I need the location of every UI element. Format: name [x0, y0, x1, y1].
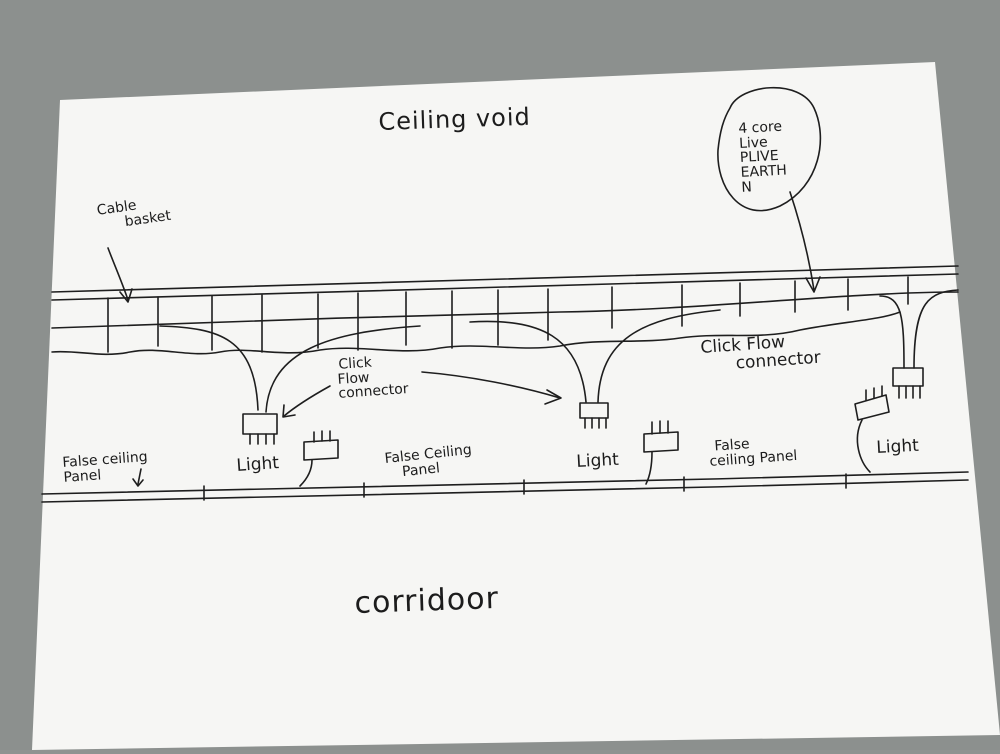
cable-drop-right-a — [879, 295, 905, 369]
panel-label-left: False ceiling Panel — [62, 449, 149, 486]
core-callout-bubble — [717, 86, 822, 212]
connector-pins — [584, 417, 607, 429]
basket-bottom-wavy — [51, 311, 901, 356]
light-connector-pins — [651, 420, 669, 435]
paper-sheet — [32, 62, 1000, 750]
core-callout-line: N — [741, 179, 753, 196]
false-ceiling-bottom — [41, 479, 969, 503]
light-connector — [643, 431, 679, 453]
callout-arrowhead — [805, 276, 821, 293]
light-label: Light — [875, 435, 920, 458]
corridor-label: corridoor — [353, 580, 500, 621]
click-flow-connector — [242, 413, 278, 435]
connector-label-left: Click Flow connector — [336, 353, 409, 403]
click-flow-connector — [579, 402, 609, 419]
panel-joints — [203, 473, 847, 501]
cable-drop-mid-b — [597, 309, 721, 403]
core-callout-line: EARTH — [740, 162, 788, 181]
light-label: Light — [575, 449, 620, 472]
cable-drop-mid-a — [469, 320, 587, 403]
basket-mid-line — [51, 291, 959, 329]
light-connector-pins — [313, 430, 331, 443]
diagram-title: Ceiling void — [377, 102, 532, 136]
callout-arrow — [789, 191, 815, 291]
connector-arrowhead — [282, 404, 296, 418]
connector-arrow-long — [421, 371, 561, 399]
cable-basket-arrow — [107, 247, 129, 301]
false-ceiling-top — [41, 471, 969, 495]
connector-arrow — [283, 385, 331, 417]
light-cable — [299, 459, 313, 487]
core-callout-text: 4 core Live PLIVE EARTH N — [738, 119, 788, 196]
cable-drop-left-b — [265, 325, 421, 413]
light-cable — [645, 451, 653, 485]
light-cable — [856, 419, 871, 473]
panel-label-right: False ceiling Panel — [708, 434, 798, 469]
cable-drop-right-b — [913, 289, 959, 369]
light-connector — [854, 394, 890, 421]
connector-pins — [249, 433, 275, 445]
click-flow-connector — [892, 367, 924, 387]
panel-arrowhead — [132, 478, 144, 487]
light-label: Light — [235, 453, 280, 476]
light-connector — [303, 439, 339, 461]
panel-arrow — [137, 468, 142, 485]
cable-basket-arrowhead — [119, 288, 133, 303]
cable-drop-left-a — [159, 325, 259, 411]
light-connector-pins — [865, 385, 883, 401]
connector-arrow-long-head — [544, 389, 562, 405]
connector-pins — [898, 385, 921, 399]
